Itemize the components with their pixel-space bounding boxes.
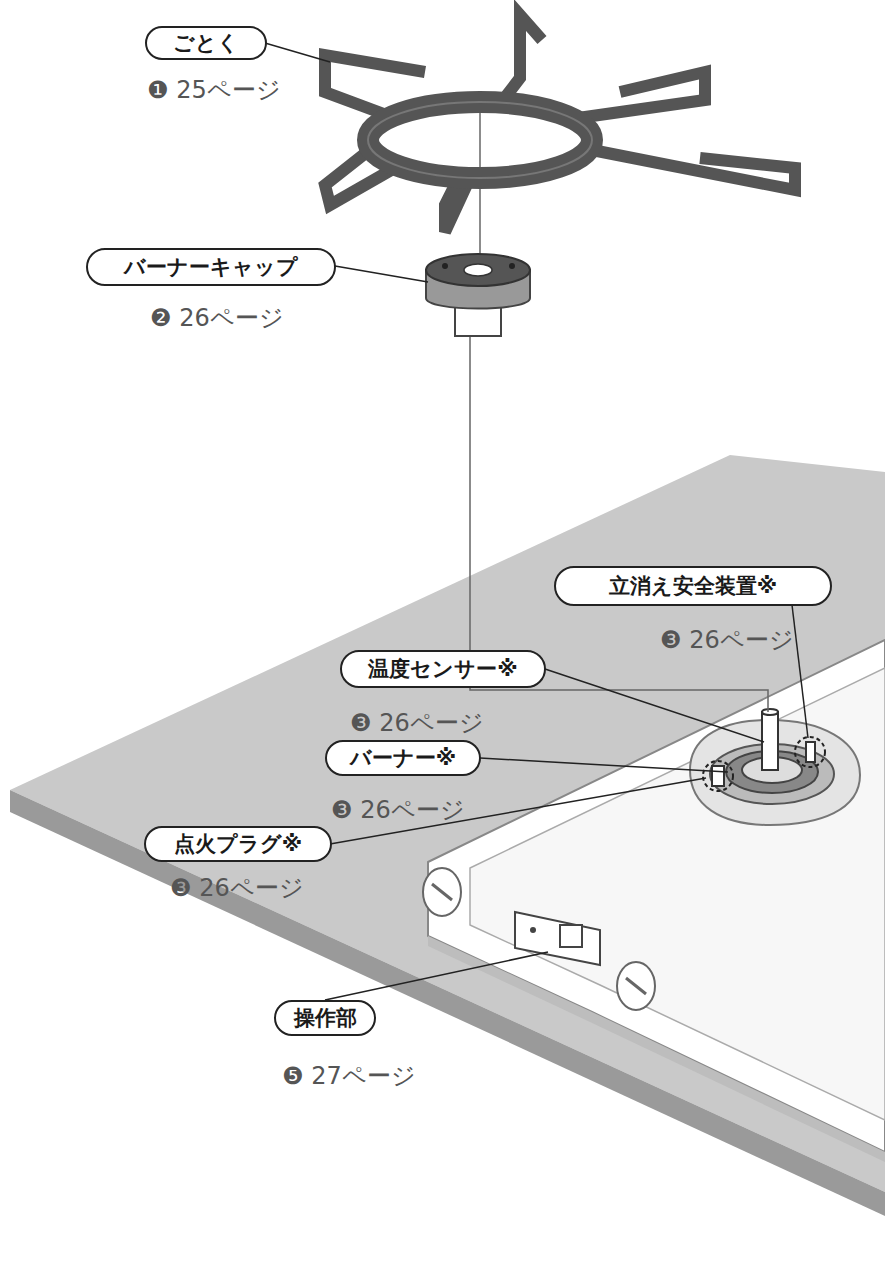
leader-line xyxy=(325,952,548,1000)
cooktop-plate xyxy=(428,640,885,1162)
flame-sensor xyxy=(795,737,825,767)
page-reference: ❸ 26ページ xyxy=(170,872,304,904)
gotoku-trivet xyxy=(592,150,795,190)
part-name: 温度センサー※ xyxy=(368,655,517,683)
control-panel xyxy=(560,925,582,947)
knob xyxy=(423,868,655,1010)
leader-line xyxy=(265,43,330,62)
spark-plug xyxy=(703,761,733,791)
part-name: 点火プラグ※ xyxy=(174,830,302,858)
page-reference: ❸ 26ページ xyxy=(350,707,484,739)
burner-cap xyxy=(509,263,515,269)
burner-cap xyxy=(426,254,530,286)
burner-cap xyxy=(426,254,530,336)
leader-line xyxy=(335,266,428,282)
part-name: 操作部 xyxy=(294,1004,357,1032)
gotoku-trivet xyxy=(368,102,592,178)
spark-plug xyxy=(703,761,733,791)
knob xyxy=(626,978,646,994)
countertop xyxy=(10,455,885,1192)
leader-line xyxy=(265,43,808,1000)
leader-line xyxy=(545,669,764,742)
page-reference: ❸ 26ページ xyxy=(331,794,465,826)
page-reference: ❶ 25ページ xyxy=(147,74,281,106)
page-reference: ❷ 26ページ xyxy=(150,302,284,334)
burner-cap xyxy=(464,264,492,276)
callout-label: バーナーキャップ❷ 26ページ xyxy=(86,248,336,286)
part-name: 立消え安全装置※ xyxy=(609,572,777,600)
gotoku-trivet xyxy=(578,72,705,118)
leader-line xyxy=(330,778,706,844)
temperature-sensor xyxy=(762,709,778,770)
callout-label: バーナー※❸ 26ページ xyxy=(325,740,481,776)
temperature-sensor xyxy=(762,712,778,770)
countertop xyxy=(10,455,885,1216)
page-reference: ❺ 27ページ xyxy=(282,1060,416,1092)
spark-plug xyxy=(712,766,724,786)
flame-sensor xyxy=(795,737,825,767)
cooktop-plate xyxy=(470,668,885,1120)
gotoku-trivet xyxy=(500,15,542,104)
part-name: バーナー※ xyxy=(350,744,456,772)
part-name: ごとく xyxy=(173,29,239,57)
knob xyxy=(423,868,461,916)
knob xyxy=(617,962,655,1010)
cooktop-plate xyxy=(428,640,885,1152)
gotoku-trivet xyxy=(325,15,795,232)
leader-line xyxy=(792,605,808,738)
page-reference: ❸ 26ページ xyxy=(660,624,794,656)
callout-label: ごとく❶ 25ページ xyxy=(145,26,267,60)
gotoku-trivet xyxy=(368,102,592,178)
part-name: バーナーキャップ xyxy=(124,253,298,281)
burner-cap xyxy=(442,263,448,269)
temperature-sensor xyxy=(762,709,778,715)
flame-sensor xyxy=(806,742,815,762)
control-panel xyxy=(530,927,536,933)
callout-label: 立消え安全装置※❸ 26ページ xyxy=(554,566,832,606)
cooktop-plate xyxy=(428,936,885,1162)
callout-label: 点火プラグ※❸ 26ページ xyxy=(144,826,332,862)
gotoku-trivet xyxy=(325,15,795,232)
callout-label: 操作部❺ 27ページ xyxy=(274,1000,376,1036)
callout-label: 温度センサー※❸ 26ページ xyxy=(340,650,546,688)
leader-line xyxy=(480,758,728,772)
knob xyxy=(432,884,452,900)
assembly-line xyxy=(470,110,768,712)
